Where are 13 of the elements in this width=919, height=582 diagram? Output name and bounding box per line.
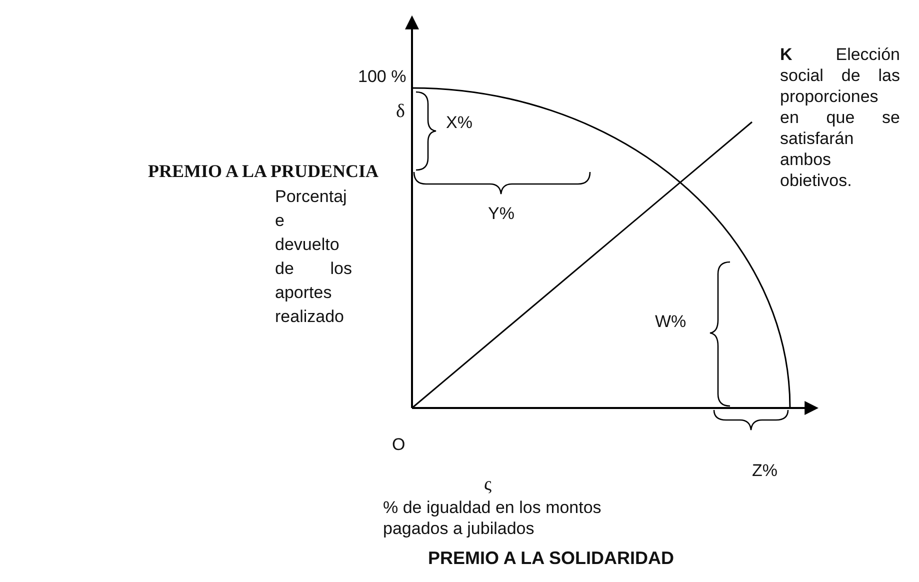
- symbol-label: ς: [484, 474, 492, 495]
- axis-label: 100 %: [358, 66, 406, 87]
- measure-label: W%: [655, 311, 686, 332]
- measure-label: Z%: [752, 460, 778, 481]
- origin-label: O: [392, 434, 406, 455]
- axis-title: PREMIO A LA PRUDENCIA: [148, 161, 379, 182]
- measure-label: Y%: [488, 203, 514, 224]
- symbol-label: δ: [396, 101, 405, 122]
- axis-description: % de igualdad en los montos pagados a jubilados: [383, 497, 602, 539]
- axis-title: PREMIO A LA SOLIDARIDAD: [428, 548, 674, 569]
- measure-label: X%: [446, 112, 472, 133]
- annotation-text: K Elección social de las proporciones en que se satisfarán ambos obietivos.: [780, 44, 900, 191]
- axis-description: Porcentaj e devuelto de los aportes realizado: [275, 186, 352, 328]
